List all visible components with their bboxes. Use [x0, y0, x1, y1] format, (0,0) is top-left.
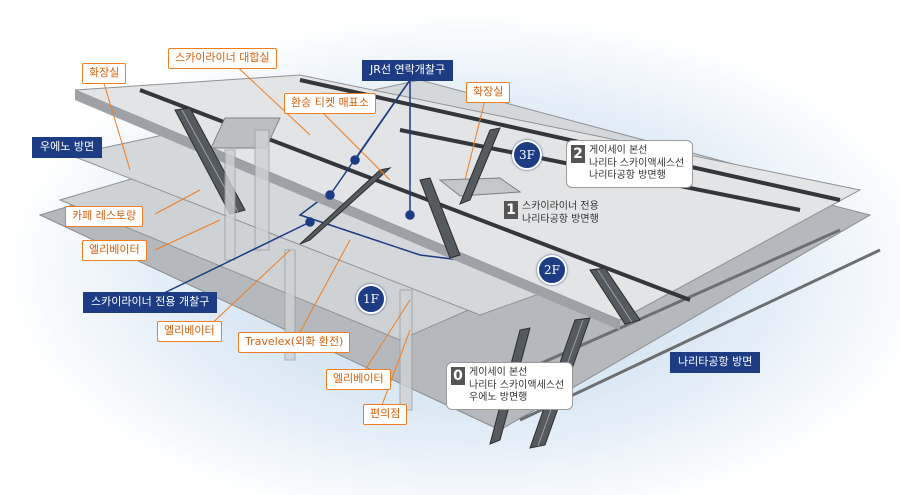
platform-2-line-1: 게이세이 본선: [589, 145, 648, 156]
floor-3f-badge: 3F: [512, 140, 542, 170]
travelex-label: Travelex(외화 환전): [238, 332, 351, 353]
elevator-label-2: 엘리베이터: [157, 321, 222, 342]
restroom-room: [438, 177, 522, 197]
restroom-right-label: 화장실: [466, 82, 511, 103]
platform-1-number: 1: [504, 201, 518, 219]
restroom-left-label: 화장실: [82, 63, 127, 84]
narita-direction-label: 나리타공항 방면: [670, 352, 761, 373]
platform-0-info: 0 게이세이 본선 나리타 스카이액세스선 우에노 방면행: [446, 362, 574, 410]
jr-connection-gate-label: JR선 연락개찰구: [362, 60, 454, 81]
ueno-direction-label: 우에노 방면: [32, 137, 103, 158]
pillars: [224, 129, 413, 411]
floor-1f-badge: 1F: [356, 284, 386, 314]
platform-1-line-1: 스카이라이너 전용: [522, 201, 599, 212]
platform-1-line-2: 나리타공항 방면행: [522, 213, 599, 225]
floor-2f-badge: 2F: [537, 255, 567, 285]
platform-2-line-3: 나리타공항 방면행: [589, 170, 666, 181]
platform-0-number: 0: [451, 367, 465, 385]
cafe-restaurant-label: 카페 레스토랑: [65, 206, 144, 227]
platform-0-line-2: 나리타 스카이액세스선: [469, 379, 565, 391]
platform-2-info: 2 게이세이 본선 나리타 스카이액세스선 나리타공항 방면행: [566, 140, 694, 188]
elevator-label-3: 엘리베이터: [326, 369, 391, 390]
convenience-store-label: 편의점: [363, 404, 408, 425]
skyliner-waiting-room-label: 스카이라이너 대합실: [168, 48, 277, 69]
platform-0-line-3: 우에노 방면행: [469, 392, 528, 403]
transfer-ticket-office-label: 환승 티켓 매표소: [284, 93, 376, 114]
platform-0-line-1: 게이세이 본선: [469, 367, 528, 378]
platform-1-info: 1 스카이라이너 전용 나리타공항 방면행: [504, 201, 599, 226]
skyliner-gate-label: 스카이라이너 전용 개찰구: [83, 292, 218, 313]
elevator-label-1: 엘리베이터: [82, 240, 147, 261]
callout-lines: [102, 59, 486, 406]
platform-2-number: 2: [571, 145, 585, 163]
platform-2-line-2: 나리타 스카이액세스선: [589, 157, 685, 169]
gate-lines: [159, 79, 415, 296]
